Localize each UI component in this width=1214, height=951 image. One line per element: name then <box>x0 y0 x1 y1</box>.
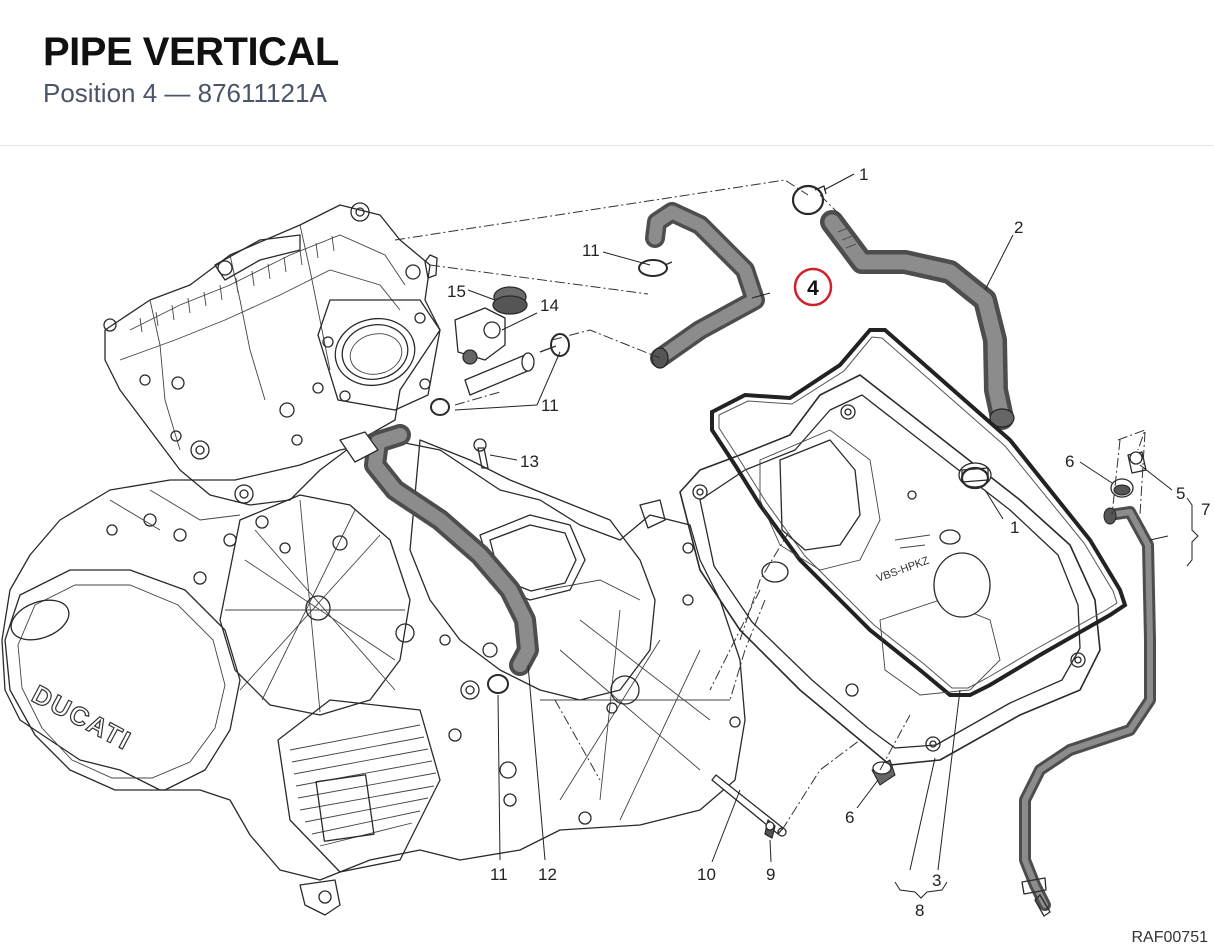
callout-11-top[interactable]: 11 <box>582 241 600 260</box>
callout-1-top[interactable]: 1 <box>859 165 868 184</box>
pipe-part-2 <box>791 184 1015 430</box>
pipe-vertical-part-4 <box>638 202 765 369</box>
cover-marking: VBS-HPKZ <box>875 555 931 585</box>
page-subtitle: Position 4 — 87611121A <box>43 78 327 108</box>
assembly-lines <box>394 179 1146 831</box>
page-header: PIPE VERTICAL Position 4 — 87611121A <box>0 0 1214 146</box>
callout-1-cover[interactable]: 1 <box>1010 518 1019 537</box>
bolts-part-9-10 <box>711 774 787 839</box>
callout-11-mid[interactable]: 11 <box>541 396 559 415</box>
callout-6-bottom[interactable]: 6 <box>845 808 854 827</box>
callout-9[interactable]: 9 <box>766 865 775 884</box>
callout-4[interactable]: 4 <box>807 277 819 300</box>
callout-14[interactable]: 14 <box>540 296 559 315</box>
callout-8[interactable]: 8 <box>915 901 924 920</box>
callout-2[interactable]: 2 <box>1014 218 1023 237</box>
cam-cover-assembly: VBS-HPKZ <box>679 328 1128 786</box>
callout-3[interactable]: 3 <box>932 871 941 890</box>
callout-12[interactable]: 12 <box>538 865 557 884</box>
centre-fittings <box>430 286 570 694</box>
callout-4-highlight-ring <box>793 267 833 307</box>
engine-block: DUCATI <box>1 202 746 916</box>
breather-hose-part-7 <box>1019 451 1156 917</box>
callout-6-top[interactable]: 6 <box>1065 452 1074 471</box>
callout-15[interactable]: 15 <box>447 282 466 301</box>
hose-part-12 <box>339 424 539 676</box>
callout-11-bottom[interactable]: 11 <box>490 865 508 884</box>
page-title: PIPE VERTICAL <box>43 30 339 74</box>
leader-lines <box>454 173 1199 899</box>
drawing-reference-code: RAF00751 <box>1131 929 1209 946</box>
callout-5[interactable]: 5 <box>1176 484 1185 503</box>
callout-13[interactable]: 13 <box>520 452 539 471</box>
callout-10[interactable]: 10 <box>697 865 716 884</box>
callout-7[interactable]: 7 <box>1201 500 1210 519</box>
